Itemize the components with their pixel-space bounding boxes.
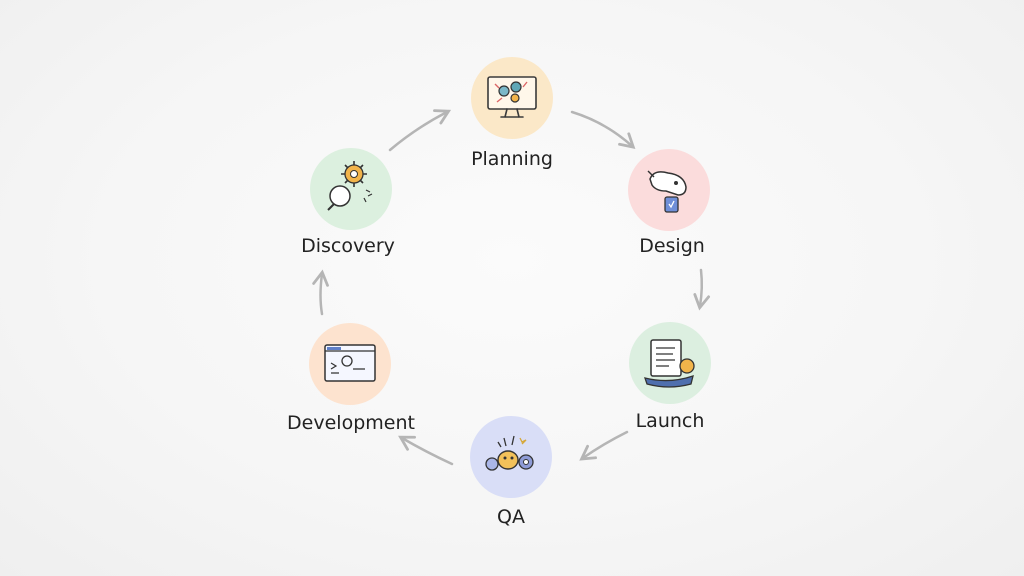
monitor-strategy-icon — [471, 57, 553, 139]
design-node — [628, 149, 710, 231]
discovery-node — [310, 148, 392, 230]
gear-magnifier-icon — [310, 148, 392, 230]
design-tools-icon — [628, 149, 710, 231]
discovery-circle — [310, 148, 392, 230]
arrow-development-to-discovery — [312, 269, 329, 316]
launch-document-icon — [629, 322, 711, 404]
bug-gears-icon — [470, 416, 552, 498]
stage-label-launch: Launch — [635, 410, 705, 432]
development-node — [309, 323, 391, 405]
stage-label-design: Design — [639, 235, 705, 257]
stage-label-discovery: Discovery — [301, 235, 395, 257]
arrow-planning-to-design — [570, 110, 636, 150]
stage-label-planning: Planning — [471, 148, 553, 170]
planning-node — [471, 57, 553, 139]
arrow-discovery-to-planning — [388, 109, 452, 152]
launch-node — [629, 322, 711, 404]
stage-label-development: Development — [287, 412, 415, 434]
code-window-icon — [309, 323, 391, 405]
stage-label-qa: QA — [497, 506, 525, 528]
arrow-qa-to-development — [398, 435, 454, 466]
arrow-launch-to-qa — [579, 430, 629, 461]
qa-node — [470, 416, 552, 498]
arrow-design-to-launch — [693, 268, 711, 311]
